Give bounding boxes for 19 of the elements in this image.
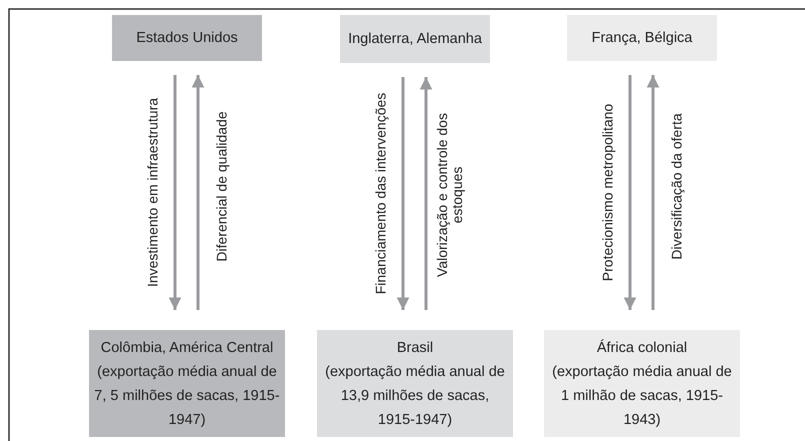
region-box [340, 15, 490, 63]
arrow [192, 75, 204, 310]
region-name: Colômbia, América Central [100, 338, 274, 358]
arrow [396, 77, 410, 310]
region-name: França, Bélgica [592, 29, 692, 48]
region-name: Estados Unidos [136, 29, 238, 48]
region-box [317, 330, 513, 437]
region-box [112, 15, 262, 61]
arrow [168, 75, 182, 310]
region-box [89, 330, 285, 437]
arrow [624, 75, 636, 310]
export-note: (exportação média anual de 13,9 milhões de sacas, 1915-1947) [324, 362, 506, 430]
arrow [646, 75, 660, 310]
arrow [420, 77, 432, 310]
export-note: (exportação média anual de 7, 5 milhões de sacas, 1915-1947) [93, 362, 281, 430]
region-name: Brasil [396, 338, 434, 358]
region-name: África colonial [596, 338, 688, 358]
export-note: (exportação média anual de 1 milhão de sacas, 1915-1943) [551, 362, 733, 430]
region-name: Inglaterra, Alemanha [348, 30, 482, 49]
